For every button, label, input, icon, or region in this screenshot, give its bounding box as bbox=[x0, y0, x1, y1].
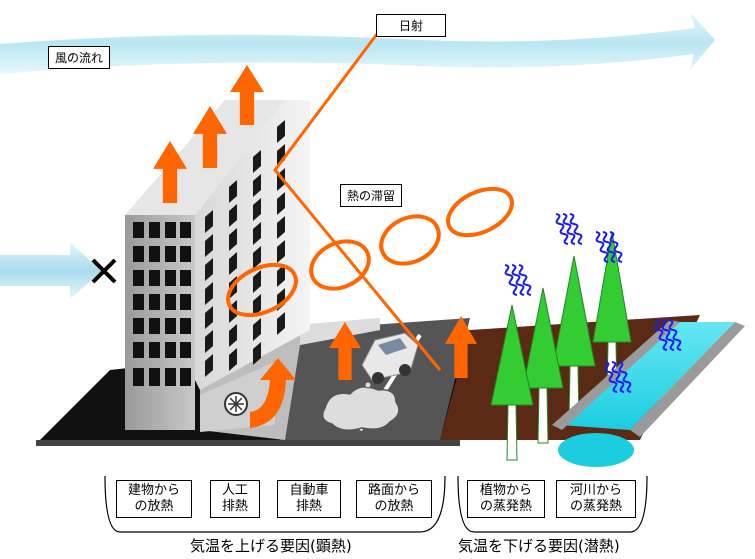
side-window bbox=[253, 270, 261, 293]
tree-trunk bbox=[506, 404, 518, 461]
ac-heat-arrow bbox=[250, 358, 296, 428]
caption-lower-temperature: 気温を下げる要因(潜熱) bbox=[458, 537, 620, 555]
side-window bbox=[253, 246, 261, 269]
side-window bbox=[205, 234, 213, 257]
side-window bbox=[253, 174, 261, 197]
side-window bbox=[229, 228, 237, 251]
evaporation-wave bbox=[595, 231, 609, 263]
side-window bbox=[277, 216, 285, 239]
factor-box-car: 自動車 排熱 bbox=[277, 480, 341, 518]
heat-stagnation-label: 熱の滞留 bbox=[340, 184, 403, 207]
evaporation-wave bbox=[518, 264, 532, 296]
side-window bbox=[277, 192, 285, 215]
evaporation-wave bbox=[504, 264, 518, 296]
factor-box-road-line2: の放熱 bbox=[374, 499, 414, 514]
factor-box-car-line1: 自動車 bbox=[289, 483, 329, 498]
factor-box-river-line2: の蒸発熱 bbox=[569, 499, 622, 514]
side-window bbox=[205, 330, 213, 353]
factor-box-road: 路面から の放熱 bbox=[356, 480, 432, 518]
side-window bbox=[253, 318, 261, 341]
evaporation-wave bbox=[611, 361, 625, 393]
heat-stagnation-loops bbox=[226, 186, 514, 318]
evaporation-wave bbox=[602, 231, 616, 263]
heat-arrows bbox=[153, 65, 477, 380]
heat-up-arrow bbox=[153, 141, 187, 203]
side-window bbox=[205, 354, 213, 377]
river-bank-right bbox=[630, 322, 745, 437]
side-window bbox=[253, 342, 261, 365]
wind-flow-label: 風の流れ bbox=[48, 46, 111, 69]
evaporation-wave bbox=[661, 319, 675, 351]
evaporation-wave bbox=[562, 213, 576, 245]
side-window bbox=[277, 312, 285, 335]
evaporation-wave bbox=[609, 231, 623, 263]
side-window bbox=[229, 324, 237, 347]
factor-box-car-line2: 排熱 bbox=[295, 499, 322, 514]
ground-slab-front bbox=[36, 440, 460, 446]
factor-box-plants-line2: の蒸発熱 bbox=[479, 499, 532, 514]
blocked-mark-icon bbox=[91, 258, 117, 284]
evaporation-waves bbox=[504, 213, 682, 393]
building-front-windows bbox=[133, 222, 191, 386]
evaporation-wave bbox=[511, 264, 525, 296]
side-window bbox=[205, 210, 213, 233]
caption-raise-temperature: 気温を上げる要因(顕熱) bbox=[190, 537, 352, 555]
factor-box-road-line1: 路面から bbox=[367, 483, 420, 498]
side-window bbox=[229, 204, 237, 227]
tree-trunk bbox=[537, 387, 549, 444]
factor-box-plants: 植物から の蒸発熱 bbox=[467, 480, 545, 518]
river-bank-left bbox=[552, 320, 680, 430]
side-window bbox=[277, 120, 285, 143]
heat-up-arrow bbox=[193, 106, 227, 168]
trees bbox=[490, 231, 632, 461]
side-window bbox=[277, 264, 285, 287]
factor-box-building-line1: 建物から bbox=[127, 483, 180, 498]
factor-box-river-line1: 河川から bbox=[569, 483, 622, 498]
sunlight-ray bbox=[273, 29, 442, 371]
evaporation-wave bbox=[604, 361, 618, 393]
building-side-windows bbox=[205, 120, 285, 377]
heat-up-arrow bbox=[445, 316, 477, 378]
factor-box-artificial: 人工 排熱 bbox=[210, 480, 260, 518]
heat-up-arrow bbox=[230, 65, 264, 125]
side-window bbox=[229, 180, 237, 203]
exhaust-cloud bbox=[321, 386, 400, 431]
evaporation-wave bbox=[555, 213, 569, 245]
side-window bbox=[253, 222, 261, 245]
factor-box-artificial-line1: 人工 bbox=[221, 483, 248, 498]
evaporation-wave bbox=[668, 319, 682, 351]
side-window bbox=[205, 282, 213, 305]
factor-box-river: 河川から の蒸発熱 bbox=[556, 480, 636, 518]
side-window bbox=[253, 150, 261, 173]
evaporation-wave bbox=[618, 361, 632, 393]
evaporation-wave bbox=[654, 319, 668, 351]
wind-blocked-arrow bbox=[0, 242, 102, 299]
factor-box-building: 建物から の放熱 bbox=[116, 480, 192, 518]
factor-brackets bbox=[104, 475, 648, 533]
river-mouth bbox=[558, 433, 634, 467]
side-window bbox=[229, 252, 237, 275]
side-window bbox=[205, 258, 213, 281]
sunlight-label: 日射 bbox=[376, 14, 447, 37]
side-window bbox=[229, 348, 237, 371]
tree-icon bbox=[592, 231, 632, 343]
factor-box-building-line2: の放熱 bbox=[134, 499, 174, 514]
tree-icon bbox=[552, 255, 596, 367]
factor-box-plants-line1: 植物から bbox=[479, 483, 532, 498]
evaporation-wave bbox=[569, 213, 583, 245]
wind-flow-arrow bbox=[0, 12, 715, 74]
factor-box-artificial-line2: 排熱 bbox=[221, 499, 248, 514]
side-window bbox=[253, 294, 261, 317]
side-window bbox=[205, 306, 213, 329]
river bbox=[560, 322, 735, 430]
side-window bbox=[253, 198, 261, 221]
heat-up-arrow bbox=[329, 322, 361, 380]
side-window bbox=[277, 240, 285, 263]
